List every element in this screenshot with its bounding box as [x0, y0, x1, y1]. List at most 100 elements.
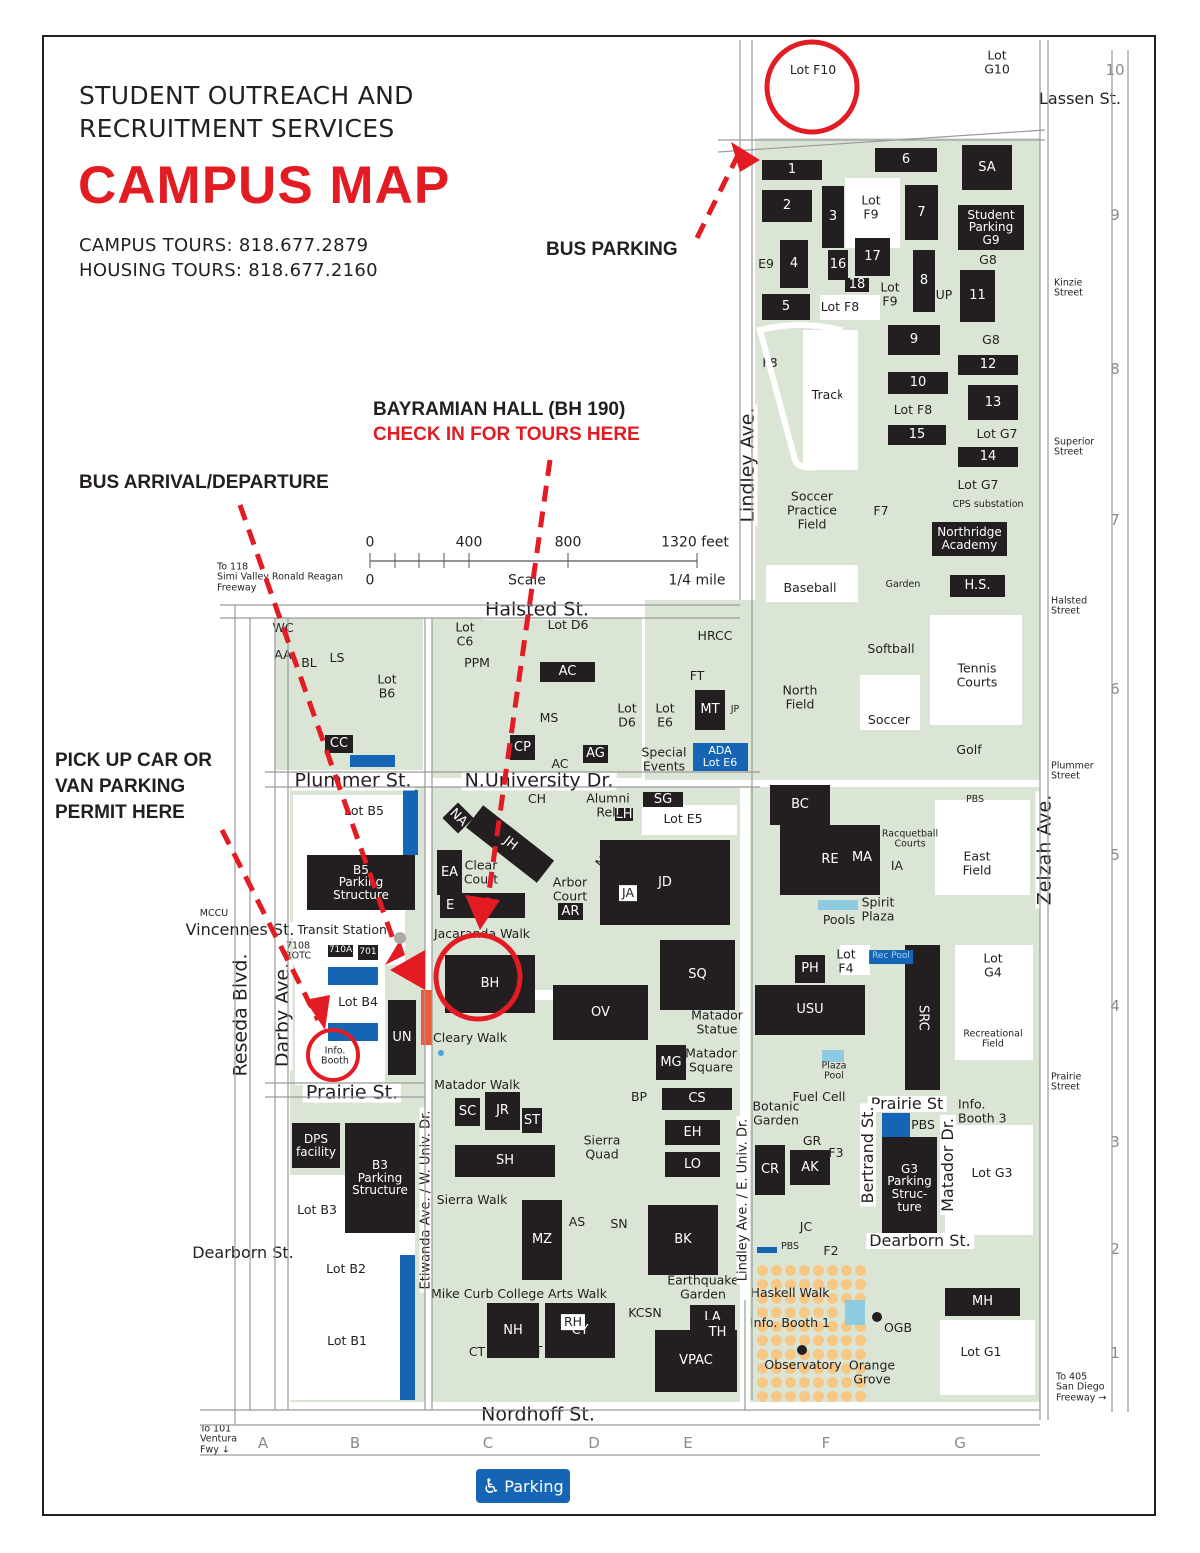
- building[interactable]: G3 Parking Struc- ture: [882, 1137, 937, 1239]
- orange-tree: [785, 1293, 796, 1304]
- transit-station-marker: [394, 932, 406, 944]
- building[interactable]: BC: [770, 785, 830, 825]
- building[interactable]: Northridge Academy: [932, 522, 1007, 556]
- bus-zone: [421, 990, 432, 1045]
- building[interactable]: 7: [905, 185, 938, 240]
- building[interactable]: JD: [600, 840, 730, 925]
- building[interactable]: 5: [762, 294, 810, 320]
- building[interactable]: 6: [875, 148, 937, 172]
- building[interactable]: 9: [888, 325, 940, 355]
- building[interactable]: MZ: [522, 1200, 562, 1280]
- map-label: Lot F4: [836, 946, 856, 975]
- map-label: Tennis Courts: [956, 660, 998, 689]
- building[interactable]: LO: [665, 1152, 720, 1177]
- orange-tree: [827, 1363, 838, 1374]
- building[interactable]: SG: [643, 792, 683, 807]
- building[interactable]: H.S.: [950, 575, 1005, 597]
- building[interactable]: 8: [913, 250, 935, 312]
- map-label: Special Events: [641, 744, 687, 773]
- building[interactable]: SH: [455, 1145, 555, 1177]
- building[interactable]: Student Parking G9: [958, 205, 1024, 250]
- building[interactable]: MG: [656, 1045, 686, 1080]
- building[interactable]: SA: [962, 145, 1012, 190]
- building[interactable]: CS: [662, 1088, 732, 1110]
- building[interactable]: MT: [695, 690, 725, 730]
- map-label: North Field: [782, 682, 818, 711]
- map-label: To 101 Ventura Fwy ↓: [200, 1423, 238, 1456]
- map-label: Track: [811, 387, 845, 403]
- orange-tree: [757, 1349, 768, 1360]
- map-label: AC: [551, 756, 569, 772]
- map-label: AS: [568, 1214, 586, 1230]
- parking-lot: [840, 945, 870, 975]
- building[interactable]: 10: [888, 372, 948, 394]
- building[interactable]: EH: [665, 1120, 720, 1145]
- building[interactable]: 1: [762, 160, 822, 180]
- building[interactable]: AC: [540, 662, 595, 682]
- building[interactable]: MA: [848, 845, 876, 870]
- map-label: BP: [630, 1089, 648, 1105]
- building[interactable]: EA: [437, 850, 462, 895]
- building[interactable]: USU: [755, 985, 865, 1035]
- building[interactable]: UN: [388, 1000, 416, 1075]
- orange-tree: [813, 1363, 824, 1374]
- building[interactable]: BK: [648, 1205, 718, 1275]
- orange-tree: [799, 1377, 810, 1388]
- building[interactable]: LH: [615, 806, 633, 822]
- building[interactable]: 17: [855, 238, 890, 276]
- map-label: Halsted Street: [1051, 595, 1088, 617]
- building[interactable]: B3 Parking Structure: [345, 1123, 415, 1233]
- building[interactable]: ST: [522, 1108, 542, 1133]
- building[interactable]: JR: [485, 1092, 520, 1130]
- map-label: Orange Grove: [848, 1357, 896, 1386]
- parking-area: [882, 1113, 910, 1137]
- building[interactable]: 11: [960, 270, 995, 322]
- building[interactable]: CR: [755, 1145, 785, 1195]
- building[interactable]: AG: [583, 745, 608, 763]
- building[interactable]: 701: [358, 945, 378, 960]
- building[interactable]: OV: [553, 985, 648, 1040]
- building[interactable]: CP: [510, 735, 535, 760]
- building[interactable]: SC: [455, 1098, 480, 1126]
- building[interactable]: 13: [968, 385, 1018, 420]
- building[interactable]: 710A: [328, 945, 353, 957]
- building[interactable]: 16: [828, 250, 848, 280]
- building[interactable]: 15: [888, 425, 946, 445]
- building[interactable]: 3: [822, 186, 844, 248]
- orange-tree: [813, 1391, 824, 1402]
- map-label: Soccer Practice Field: [787, 488, 837, 531]
- building[interactable]: PH: [795, 955, 825, 983]
- building[interactable]: AR: [558, 903, 583, 920]
- orange-tree: [813, 1335, 824, 1346]
- building[interactable]: TH: [700, 1320, 735, 1345]
- map-label: Cleary Walk: [433, 1030, 507, 1046]
- grid-row-label: 4: [1110, 997, 1120, 1015]
- map-label: East Field: [962, 848, 992, 877]
- building[interactable]: 2: [762, 190, 812, 222]
- grid-row-label: 7: [1110, 511, 1120, 529]
- pickup-permit-callout: PICK UP CAR OR VAN PARKING PERMIT HERE: [55, 750, 212, 823]
- road-edge: [717, 129, 1046, 153]
- building[interactable]: DPS facility: [292, 1123, 340, 1168]
- map-label: Softball: [867, 641, 915, 657]
- building[interactable]: 14: [958, 447, 1018, 467]
- building[interactable]: SQ: [660, 940, 735, 1010]
- orange-tree: [827, 1377, 838, 1388]
- map-label: FT: [689, 668, 705, 684]
- building[interactable]: NH: [487, 1303, 539, 1358]
- scale-feet-tick: 1320 feet: [661, 534, 729, 551]
- building[interactable]: 12: [958, 355, 1018, 375]
- orange-tree: [771, 1377, 782, 1388]
- building[interactable]: AK: [790, 1150, 830, 1185]
- building[interactable]: 4: [780, 240, 808, 288]
- map-label: LS: [329, 650, 345, 666]
- orange-tree: [813, 1321, 824, 1332]
- building[interactable]: MH: [945, 1288, 1020, 1316]
- map-label: JP: [730, 703, 740, 715]
- building[interactable]: SRC: [905, 945, 940, 1090]
- building[interactable]: CC: [325, 735, 353, 753]
- building[interactable]: 18: [845, 278, 869, 292]
- orange-tree: [827, 1265, 838, 1276]
- map-label: Transit Station: [297, 922, 387, 938]
